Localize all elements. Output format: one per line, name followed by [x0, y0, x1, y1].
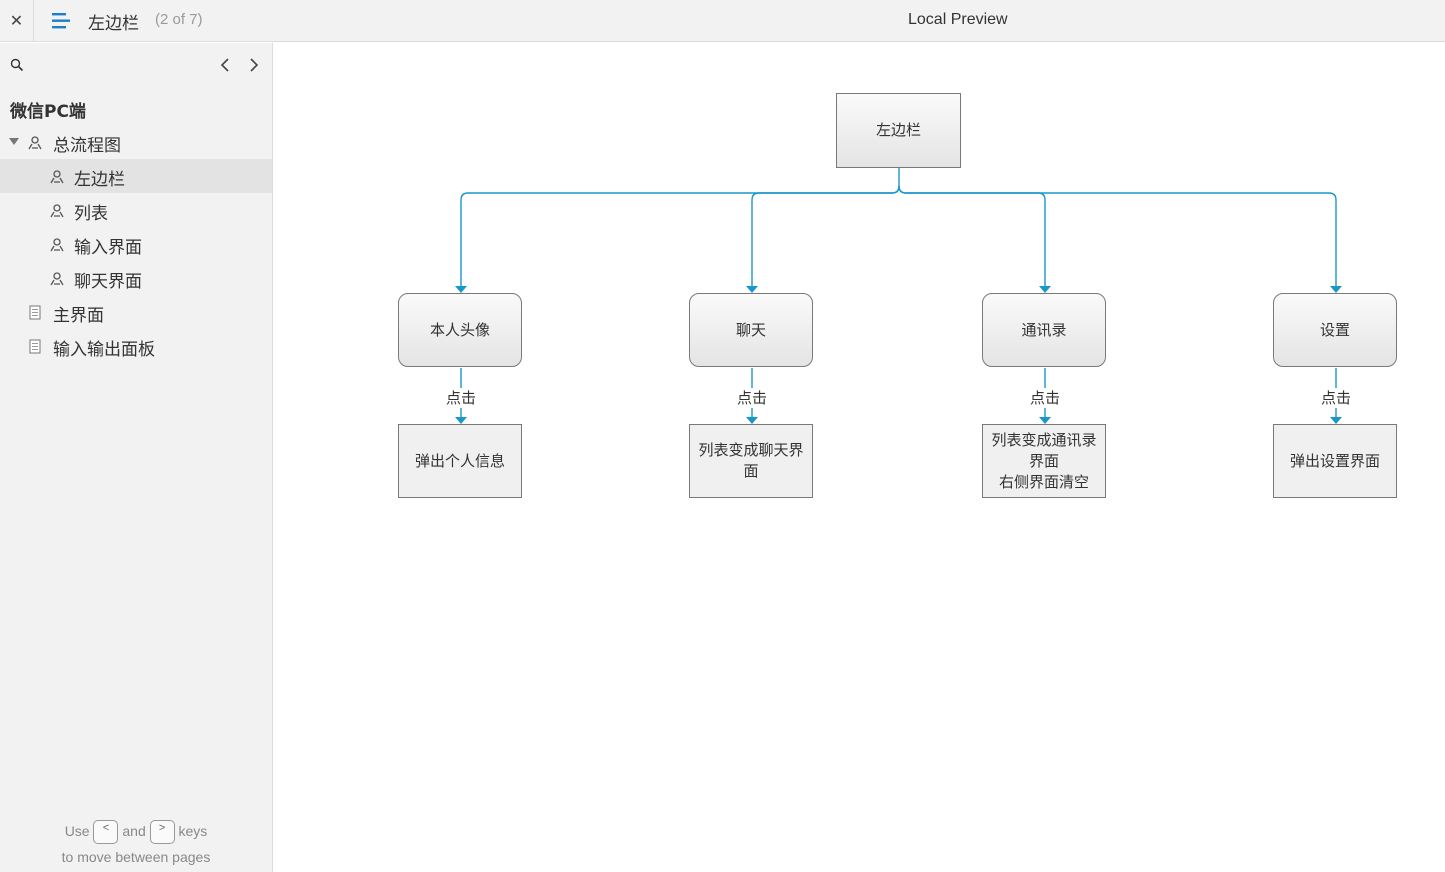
preview-canvas: 左边栏 本人头像 聊天 通讯录 设置 点击 点击 点击 点击 弹出个人信息 列表…	[273, 43, 1445, 872]
root-node[interactable]: 左边栏	[836, 93, 961, 168]
sidebar: 微信PC端 总流程图 左边栏 列表 输入界面	[0, 43, 273, 872]
project-title: 微信PC端	[10, 102, 86, 122]
hamburger-menu-icon[interactable]	[50, 10, 72, 32]
result-node-profile[interactable]: 弹出个人信息	[398, 424, 522, 498]
node-chat[interactable]: 聊天	[689, 293, 813, 367]
sidebar-item-label: 列表	[74, 204, 108, 224]
edge-label: 点击	[1306, 388, 1366, 408]
help-text: and	[122, 823, 146, 839]
help-text: Use	[64, 823, 90, 839]
node-contacts[interactable]: 通讯录	[982, 293, 1106, 367]
sidebar-item-chat-screen[interactable]: 聊天界面	[0, 261, 272, 295]
result-node-contacts-list[interactable]: 列表变成通讯录界面 右侧界面清空	[982, 424, 1106, 498]
flow-icon	[50, 204, 64, 218]
sidebar-item-overall-flow[interactable]: 总流程图	[0, 125, 272, 159]
sidebar-item-left-sidebar[interactable]: 左边栏	[0, 159, 272, 193]
result-node-settings[interactable]: 弹出设置界面	[1273, 424, 1397, 498]
close-button[interactable]: ✕	[0, 0, 34, 42]
sidebar-item-main-screen[interactable]: 主界面	[0, 295, 272, 329]
edge-label: 点击	[722, 388, 782, 408]
node-avatar[interactable]: 本人头像	[398, 293, 522, 367]
close-icon: ✕	[9, 13, 24, 30]
node-settings[interactable]: 设置	[1273, 293, 1397, 367]
sidebar-item-input-screen[interactable]: 输入界面	[0, 227, 272, 261]
edge-label: 点击	[431, 388, 491, 408]
search-icon[interactable]	[10, 58, 24, 72]
next-key-icon: >	[149, 820, 175, 845]
page-count: (2 of 7)	[155, 11, 203, 28]
sidebar-item-label: 聊天界面	[74, 272, 142, 292]
flow-icon	[50, 170, 64, 184]
flow-icon	[28, 136, 42, 150]
prev-key-icon: <	[93, 820, 119, 845]
flow-icon	[50, 272, 64, 286]
previous-page-button[interactable]	[216, 55, 234, 75]
sidebar-item-label: 主界面	[53, 306, 104, 326]
page-icon	[29, 339, 41, 354]
flow-icon	[50, 238, 64, 252]
sidebar-item-label: 左边栏	[74, 170, 125, 190]
help-text: to move between pages	[61, 849, 211, 866]
help-text: keys	[178, 823, 208, 839]
keyboard-help: Use < and > keys to move between pages	[0, 818, 272, 870]
expand-arrow-icon[interactable]	[9, 138, 19, 145]
sidebar-item-io-panel[interactable]: 输入输出面板	[0, 329, 272, 363]
next-page-button[interactable]	[245, 55, 263, 75]
preview-title: Local Preview	[908, 11, 1008, 28]
edge-label: 点击	[1015, 388, 1075, 408]
current-page-name: 左边栏	[88, 14, 139, 34]
page-icon	[29, 305, 41, 320]
sidebar-item-label: 输入输出面板	[53, 340, 155, 360]
top-bar: ✕ 左边栏 (2 of 7) Local Preview	[0, 0, 1445, 42]
result-node-chat-list[interactable]: 列表变成聊天界面	[689, 424, 813, 498]
sidebar-item-list[interactable]: 列表	[0, 193, 272, 227]
sidebar-item-label: 输入界面	[74, 238, 142, 258]
sidebar-item-label: 总流程图	[53, 136, 121, 156]
